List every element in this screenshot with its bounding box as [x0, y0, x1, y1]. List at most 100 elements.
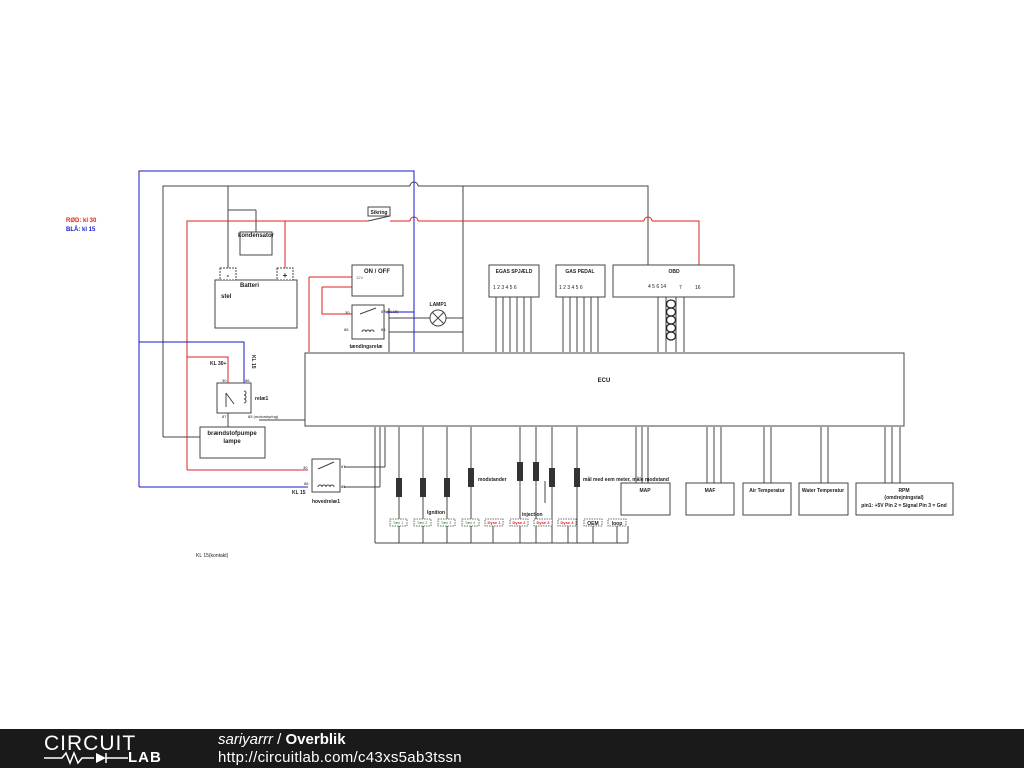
injection-resistor-4	[574, 468, 580, 487]
kl30-label: KL 30+	[210, 361, 227, 367]
sikring-label: Sikring	[371, 210, 388, 216]
ignition-led-label-2: Tæn 2	[417, 521, 427, 525]
obd-box	[612, 264, 735, 298]
ignition-led-label-1: Tæn 1	[393, 521, 403, 525]
map-box	[620, 482, 671, 516]
injection-resistor-3	[549, 468, 555, 487]
logo-text-circuit: CIRCUIT	[44, 732, 137, 755]
hovedrelae-pin-87: 87	[341, 464, 346, 469]
oem-label: OEM	[587, 521, 598, 527]
ignition-resistor-3	[444, 478, 450, 497]
hovedrelae-pin-85: 85	[341, 484, 346, 489]
circuitlab-logo: CIRCUIT LAB	[44, 729, 184, 768]
injection-led-label-3: Dyse 3	[537, 520, 551, 525]
circuit-title[interactable]: Overblik	[285, 731, 346, 748]
circuit-wave-icon	[44, 751, 128, 765]
kl15-kontakt-label: KL 15(kontakt)	[196, 553, 229, 559]
relae1-pin-86: 86	[245, 378, 250, 383]
kondensator-label: kondensator	[238, 233, 275, 239]
injection-led-label-2: Dyse 2	[513, 520, 527, 525]
injection-led-label-4: Dyse 4	[561, 520, 575, 525]
ecu-box	[304, 352, 905, 427]
ignition-led-label-4: Tæn 4	[465, 521, 475, 525]
ignition-label: Ignition	[427, 510, 445, 516]
egas-label: EGAS SPJÆLD	[496, 269, 533, 275]
ignition-resistor-2	[420, 478, 426, 497]
maal-label: mål med eem meter, måle modstand	[583, 476, 669, 483]
ignition-resistor-1	[396, 478, 402, 497]
title-separator: /	[273, 731, 286, 748]
hovedrelae-pin-30: 30	[303, 465, 308, 470]
ecu-label: ECU	[598, 378, 611, 384]
battery-box	[214, 279, 298, 329]
battery-minus-terminal	[219, 267, 237, 281]
stel-label: stel	[221, 294, 232, 300]
relae1-pin-87: 87	[222, 414, 227, 419]
egas-box	[488, 264, 540, 298]
schematic-diagram: RØD: kl 30 BLÅ: kl 15	[66, 170, 954, 559]
rpm-label-1: RPM	[898, 488, 909, 494]
relay-small-pin-86: 86	[344, 327, 349, 332]
ignition-resistor-4	[468, 468, 474, 487]
relay-small-pin-85: 85	[381, 327, 386, 332]
braendstofpumpe-label-2: lampe	[223, 439, 241, 445]
egas-pins: 1 2 3 4 5 6	[493, 285, 517, 291]
relae1-label: relæ1	[255, 396, 269, 402]
kl15-vertical-label: KL 15	[250, 355, 256, 369]
footer-bar: CIRCUIT LAB sariyarrr / Overblik http://…	[0, 729, 1024, 768]
blue-wires	[138, 170, 415, 488]
taendingsrelae-box	[351, 304, 385, 340]
circuit-url-link[interactable]: http://circuitlab.com/c43xs5ab3tssn	[218, 749, 462, 766]
kondensator-box	[239, 231, 273, 256]
injection-led-label-1: Dyse 1	[488, 520, 502, 525]
legend-red: RØD: kl 30	[66, 218, 97, 224]
battery-minus-label: -	[227, 271, 230, 280]
obd-pins: 4 5 6 14	[648, 284, 666, 290]
air-temp-box	[742, 482, 792, 516]
map-label: MAP	[639, 488, 651, 494]
gaspedal-label: GAS PEDAL	[565, 269, 594, 275]
maf-label: MAF	[705, 488, 716, 494]
maf-box	[685, 482, 735, 516]
air-temp-label: Air Temperatur	[749, 488, 785, 494]
injection-label: injection	[522, 512, 543, 518]
injection-resistor-2	[533, 462, 539, 481]
obd-pin-7: 7	[679, 285, 682, 291]
taendingsrelae-label: tændingsrelæ	[349, 344, 383, 350]
loop-label: loop	[612, 521, 623, 527]
injection-resistor-1	[517, 462, 523, 481]
gaspedal-pins: 1 2 3 4 5 6	[559, 285, 583, 291]
hovedrelae-pin-86: 86	[304, 481, 309, 486]
water-temp-label: Water Temperatur	[802, 488, 844, 494]
sikring-box	[367, 206, 391, 217]
modstander-label: modstander	[478, 477, 507, 483]
logo-text-lab: LAB	[128, 749, 162, 766]
rpm-box	[855, 482, 954, 516]
obd-coil-icon	[665, 297, 677, 352]
braendstofpumpe-box	[199, 426, 266, 459]
rpm-label-2: (omdrejningstal)	[884, 495, 924, 501]
onoff-label: ON / OFF	[364, 269, 390, 275]
injection-leds	[484, 518, 627, 527]
gaspedal-box	[555, 264, 606, 298]
battery-plus-label: +	[283, 271, 288, 280]
obd-pin-16: 16	[695, 285, 701, 291]
battery-label: Batteri	[240, 283, 259, 289]
ignition-led-label-3: Tæn 3	[441, 521, 451, 525]
hovedrelae-kl15: KL 15	[292, 490, 306, 496]
ignition-leds	[389, 518, 480, 527]
onoff-box	[351, 264, 404, 297]
relae1-pin-30: 30	[222, 378, 227, 383]
black-wires	[162, 181, 901, 544]
relae1-pin-85: 85 (motorstyring)	[248, 414, 279, 419]
legend-blue: BLÅ: kl 15	[66, 226, 96, 233]
rpm-label-3: pin1: +5V Pin 2 = Signal Pin 3 = Gnd	[861, 503, 946, 509]
water-temp-box	[798, 482, 849, 516]
relay-small-pin-30: 30	[345, 310, 350, 315]
hovedrelae-box	[311, 458, 341, 493]
relay-small-pin-87: 87 (KL15)	[381, 309, 399, 314]
lamp-label: LAMP1	[430, 302, 447, 308]
hovedrelae-label: hovedrelæ1	[312, 499, 340, 505]
battery-plus-terminal	[276, 267, 294, 281]
author-name[interactable]: sariyarrr	[218, 731, 273, 748]
